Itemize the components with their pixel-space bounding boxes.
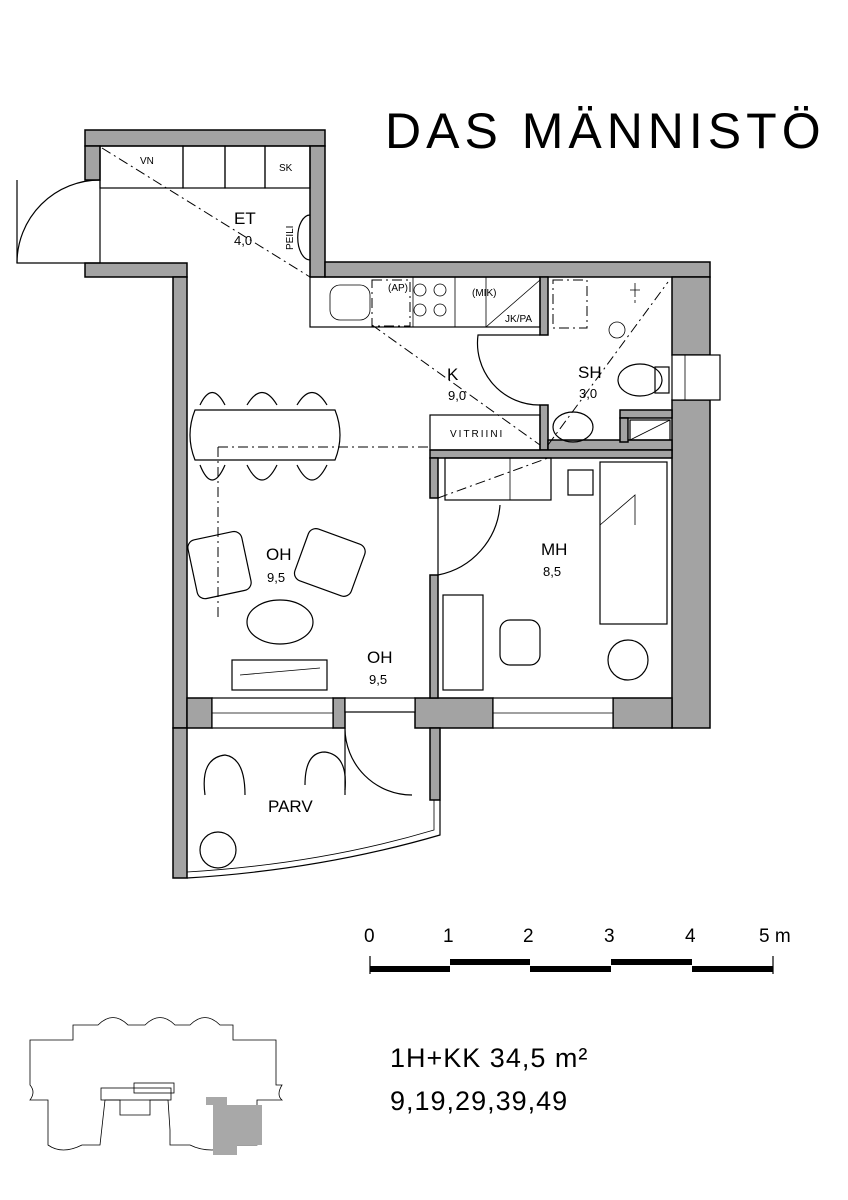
entry-cabinets [99,145,311,261]
room-sh-label: SH [578,363,602,382]
key-plan-highlight [206,1097,262,1155]
room-oh2-area: 9,5 [369,672,387,687]
windows [211,354,721,729]
vitriini-cabinet [429,414,541,451]
scale-tick-2: 2 [523,926,534,947]
walls [84,129,711,879]
scale-tick-4: 4 [685,926,696,947]
room-oh2-label: OH [367,648,393,667]
bedroom-furniture [442,457,668,691]
scale-bar: 0 1 2 3 4 5 m [364,926,791,974]
room-oh-label: OH [266,545,292,564]
bathroom-fixtures [552,279,671,443]
doors [16,179,541,879]
room-mh-label: MH [541,540,567,559]
scale-tick-3: 3 [604,926,615,947]
room-oh-area: 9,5 [267,570,285,585]
jkpa-label: JK/PA [505,314,532,325]
apartment-numbers: 9,19,29,39,49 [390,1086,568,1116]
scale-tick-0: 0 [364,926,375,947]
balcony-furniture [199,751,346,869]
room-sh-area: 3,0 [579,386,597,401]
vn-label: VN [140,156,154,167]
room-et-area: 4,0 [234,233,252,248]
room-parv-label: PARV [268,797,313,816]
peili-label: PEILI [285,226,296,250]
room-k-area: 9,0 [448,388,466,403]
dimension-lines [101,147,669,620]
room-k-label: K [447,365,459,384]
mik-label: (MIK) [472,288,496,299]
living-furniture [187,528,366,691]
room-mh-area: 8,5 [543,564,561,579]
kitchen-counter [309,276,541,328]
scale-tick-1: 1 [443,926,454,947]
ap-label: (AP) [388,283,408,294]
sk-label: SK [279,163,293,174]
plan-title: DAS MÄNNISTÖ [385,103,826,159]
apartment-type-area: 1H+KK 34,5 m² [390,1043,588,1073]
dining-table [189,391,341,481]
room-et-label: ET [234,209,256,228]
vitriini-label: VITRIINI [450,429,504,440]
key-plan [29,1017,284,1155]
scale-tick-5: 5 m [759,926,791,947]
